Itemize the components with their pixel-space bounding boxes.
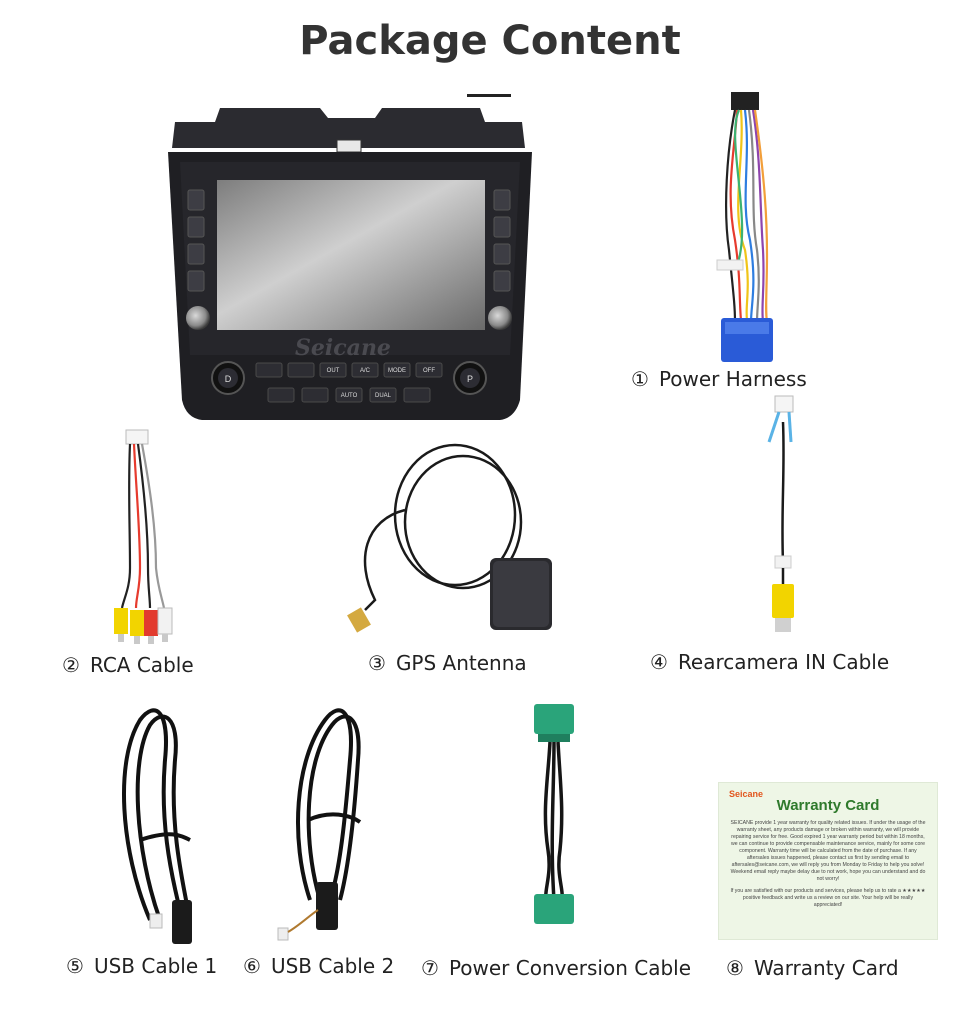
- warranty-card-body: SEICANE provide 1 year warranty for qual…: [730, 820, 926, 882]
- warranty-card-brand: Seicane: [729, 789, 764, 799]
- knob-right-label: P: [467, 374, 473, 384]
- usb-cable-2-image: [277, 708, 362, 941]
- page-title: Package Content: [299, 18, 681, 64]
- tune-knob[interactable]: [488, 306, 512, 330]
- power-harness-image: [716, 92, 773, 362]
- btn-off[interactable]: OFF: [423, 368, 435, 374]
- warranty-card: Seicane Warranty Card SEICANE provide 1 …: [718, 782, 938, 940]
- knob-left-label: D: [225, 374, 232, 384]
- gps-antenna-image: [347, 443, 552, 633]
- warranty-card-footer: If you are satisfied with our products a…: [730, 888, 926, 908]
- rca-cable-image: [114, 429, 173, 644]
- warranty-card-title: Warranty Card: [776, 797, 880, 814]
- power-conversion-cable-image: [534, 704, 574, 924]
- btn-out[interactable]: OUT: [327, 368, 340, 374]
- usb-cable-1-image: [122, 708, 192, 944]
- btn-auto[interactable]: AUTO: [341, 393, 358, 399]
- btn-dual[interactable]: DUAL: [375, 393, 392, 399]
- device-brand: Seicane: [295, 335, 391, 361]
- screen: [217, 180, 485, 330]
- rearcamera-cable-image: [767, 395, 794, 632]
- volume-knob[interactable]: [186, 306, 210, 330]
- head-unit-image: Seicane D P OUT A/C MODE OFF AUTO DUAL: [168, 108, 532, 420]
- btn-ac[interactable]: A/C: [360, 368, 371, 374]
- btn-mode[interactable]: MODE: [388, 368, 406, 374]
- title-underline: [467, 94, 511, 97]
